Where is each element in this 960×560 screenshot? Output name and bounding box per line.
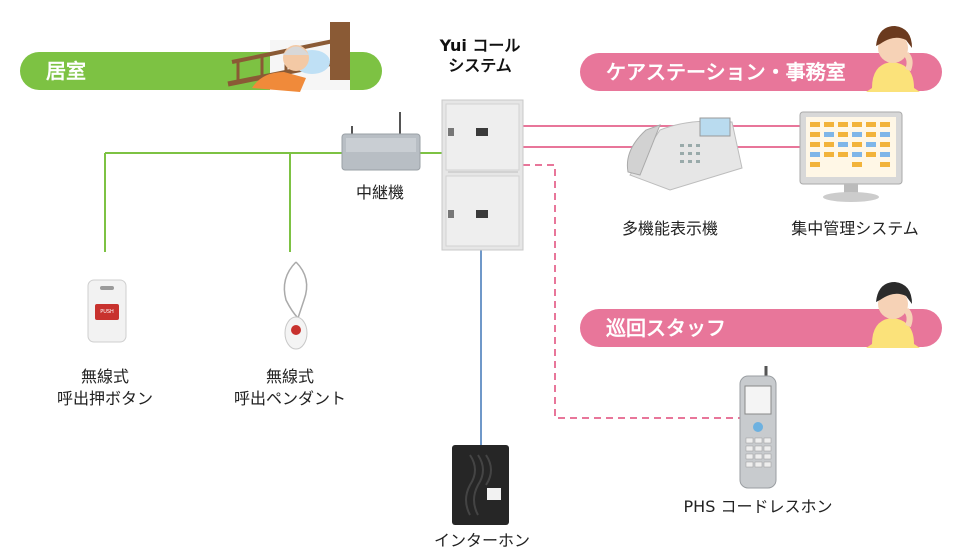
zone-care-station-label: ケアステーション・事務室 bbox=[606, 60, 846, 84]
display-unit-label: 多機能表示機 bbox=[621, 219, 718, 238]
zone-kyoshitsu: 居室 bbox=[20, 52, 382, 90]
zone-junkai: 巡回スタッフ bbox=[580, 309, 942, 347]
button-label-line1: 無線式 bbox=[80, 367, 129, 386]
zone-junkai-label: 巡回スタッフ bbox=[606, 316, 726, 340]
pendant-label-line2: 呼出ペンダント bbox=[233, 389, 346, 408]
phs-label: PHS コードレスホン bbox=[683, 497, 833, 516]
zone-care-station: ケアステーション・事務室 bbox=[580, 53, 942, 91]
pendant-label-line1: 無線式 bbox=[265, 367, 314, 386]
system-title-line2: システム bbox=[448, 56, 512, 75]
central-system-label: 集中管理システム bbox=[791, 219, 919, 238]
system-title: Yui コール システム bbox=[430, 36, 530, 76]
zone-kyoshitsu-label: 居室 bbox=[46, 59, 86, 83]
button-label-line2: 呼出押ボタン bbox=[56, 389, 153, 408]
interphone-label: インターホン bbox=[433, 531, 530, 550]
push-text: PUSH bbox=[100, 309, 114, 315]
button-label: 無線式 呼出押ボタン bbox=[40, 366, 170, 410]
repeater-label: 中継機 bbox=[355, 183, 404, 202]
pendant-label: 無線式 呼出ペンダント bbox=[215, 366, 365, 410]
system-title-line1: Yui コール bbox=[439, 36, 521, 55]
pink-dashed-link-phs bbox=[523, 164, 740, 419]
